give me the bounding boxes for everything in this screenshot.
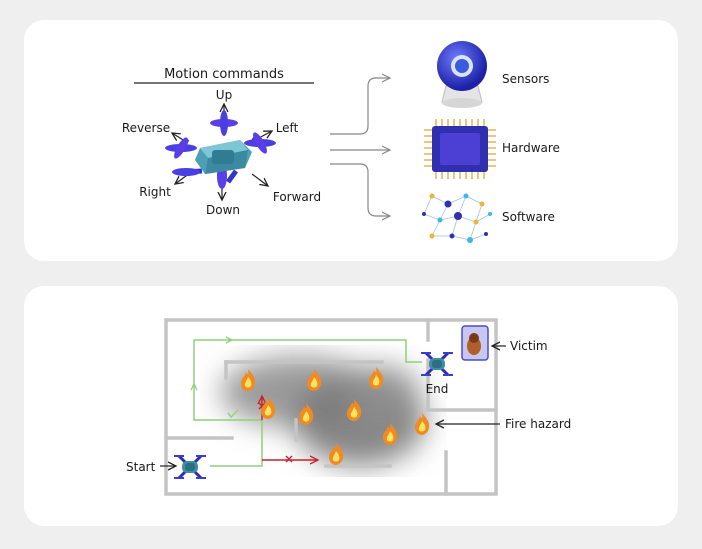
component-hardware: Hardware [502, 141, 560, 155]
label-start: Start [126, 460, 156, 474]
direction-right: Right [139, 185, 171, 199]
label-fire-hazard: Fire hazard [505, 417, 571, 431]
motion-commands-panel [24, 20, 678, 261]
sensor-icon [437, 41, 487, 108]
network-icon [422, 193, 492, 243]
drone-start-icon [172, 454, 208, 480]
chip-icon [424, 119, 496, 179]
direction-reverse: Reverse [122, 121, 170, 135]
label-victim: Victim [510, 339, 548, 353]
component-software: Software [502, 210, 555, 224]
building-walls [164, 318, 498, 496]
label-end: End [426, 382, 449, 396]
motion-commands-title: Motion commands [164, 67, 284, 82]
component-sensors: Sensors [502, 72, 549, 86]
direction-left: Left [276, 121, 299, 135]
direction-up: Up [216, 88, 232, 102]
direction-down: Down [206, 203, 240, 217]
direction-forward: Forward [273, 190, 321, 204]
component-connectors [330, 78, 390, 216]
drone-end-icon [419, 351, 455, 377]
victim-icon [461, 325, 489, 361]
label-pointers [160, 346, 506, 466]
drone-illustration [165, 110, 276, 189]
safe-route [190, 336, 422, 467]
